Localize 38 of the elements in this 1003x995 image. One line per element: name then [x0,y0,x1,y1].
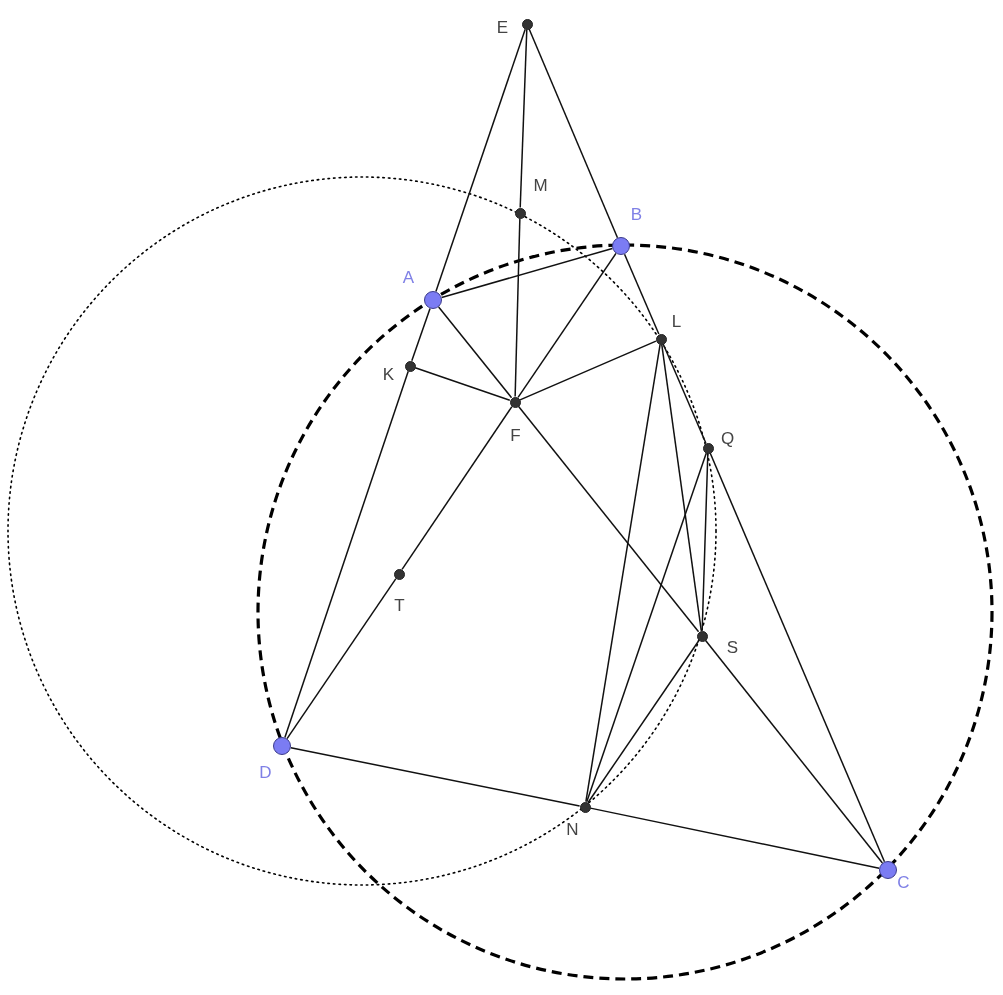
line-segment [704,639,884,864]
line-segment [623,253,660,335]
line-segment [585,343,661,803]
line-segment [286,577,397,740]
line-segment [437,306,513,399]
line-segment [519,28,528,209]
line-segment [662,343,707,444]
line-segment [440,247,614,299]
point-label: C [897,873,910,892]
line-segment [709,452,886,863]
line-segment [411,307,431,362]
point-label: N [566,820,579,839]
line-segment [284,370,409,739]
point-label: S [726,638,739,657]
point-label: A [402,268,415,287]
point-label: E [496,18,509,37]
line-segment [589,807,880,869]
line-segment [661,343,702,632]
line-segment [290,747,581,807]
point-label: Q [720,429,735,448]
point-label: B [630,205,643,224]
line-segment [514,217,521,398]
line-segment [586,452,707,803]
point-label: F [510,426,521,445]
line-segment [414,367,511,401]
line-segment [435,28,526,293]
line-segment [587,639,700,804]
line-segment [517,252,617,399]
point-label: D [259,763,272,782]
line-segment [517,405,700,633]
line-segment [701,452,709,632]
line-segment [519,340,657,401]
point-label: M [533,176,548,195]
line-segment [528,28,619,239]
point-label: L [671,312,682,331]
line-segment [401,405,513,571]
point-label: T [394,596,405,615]
point-label: K [382,365,395,384]
